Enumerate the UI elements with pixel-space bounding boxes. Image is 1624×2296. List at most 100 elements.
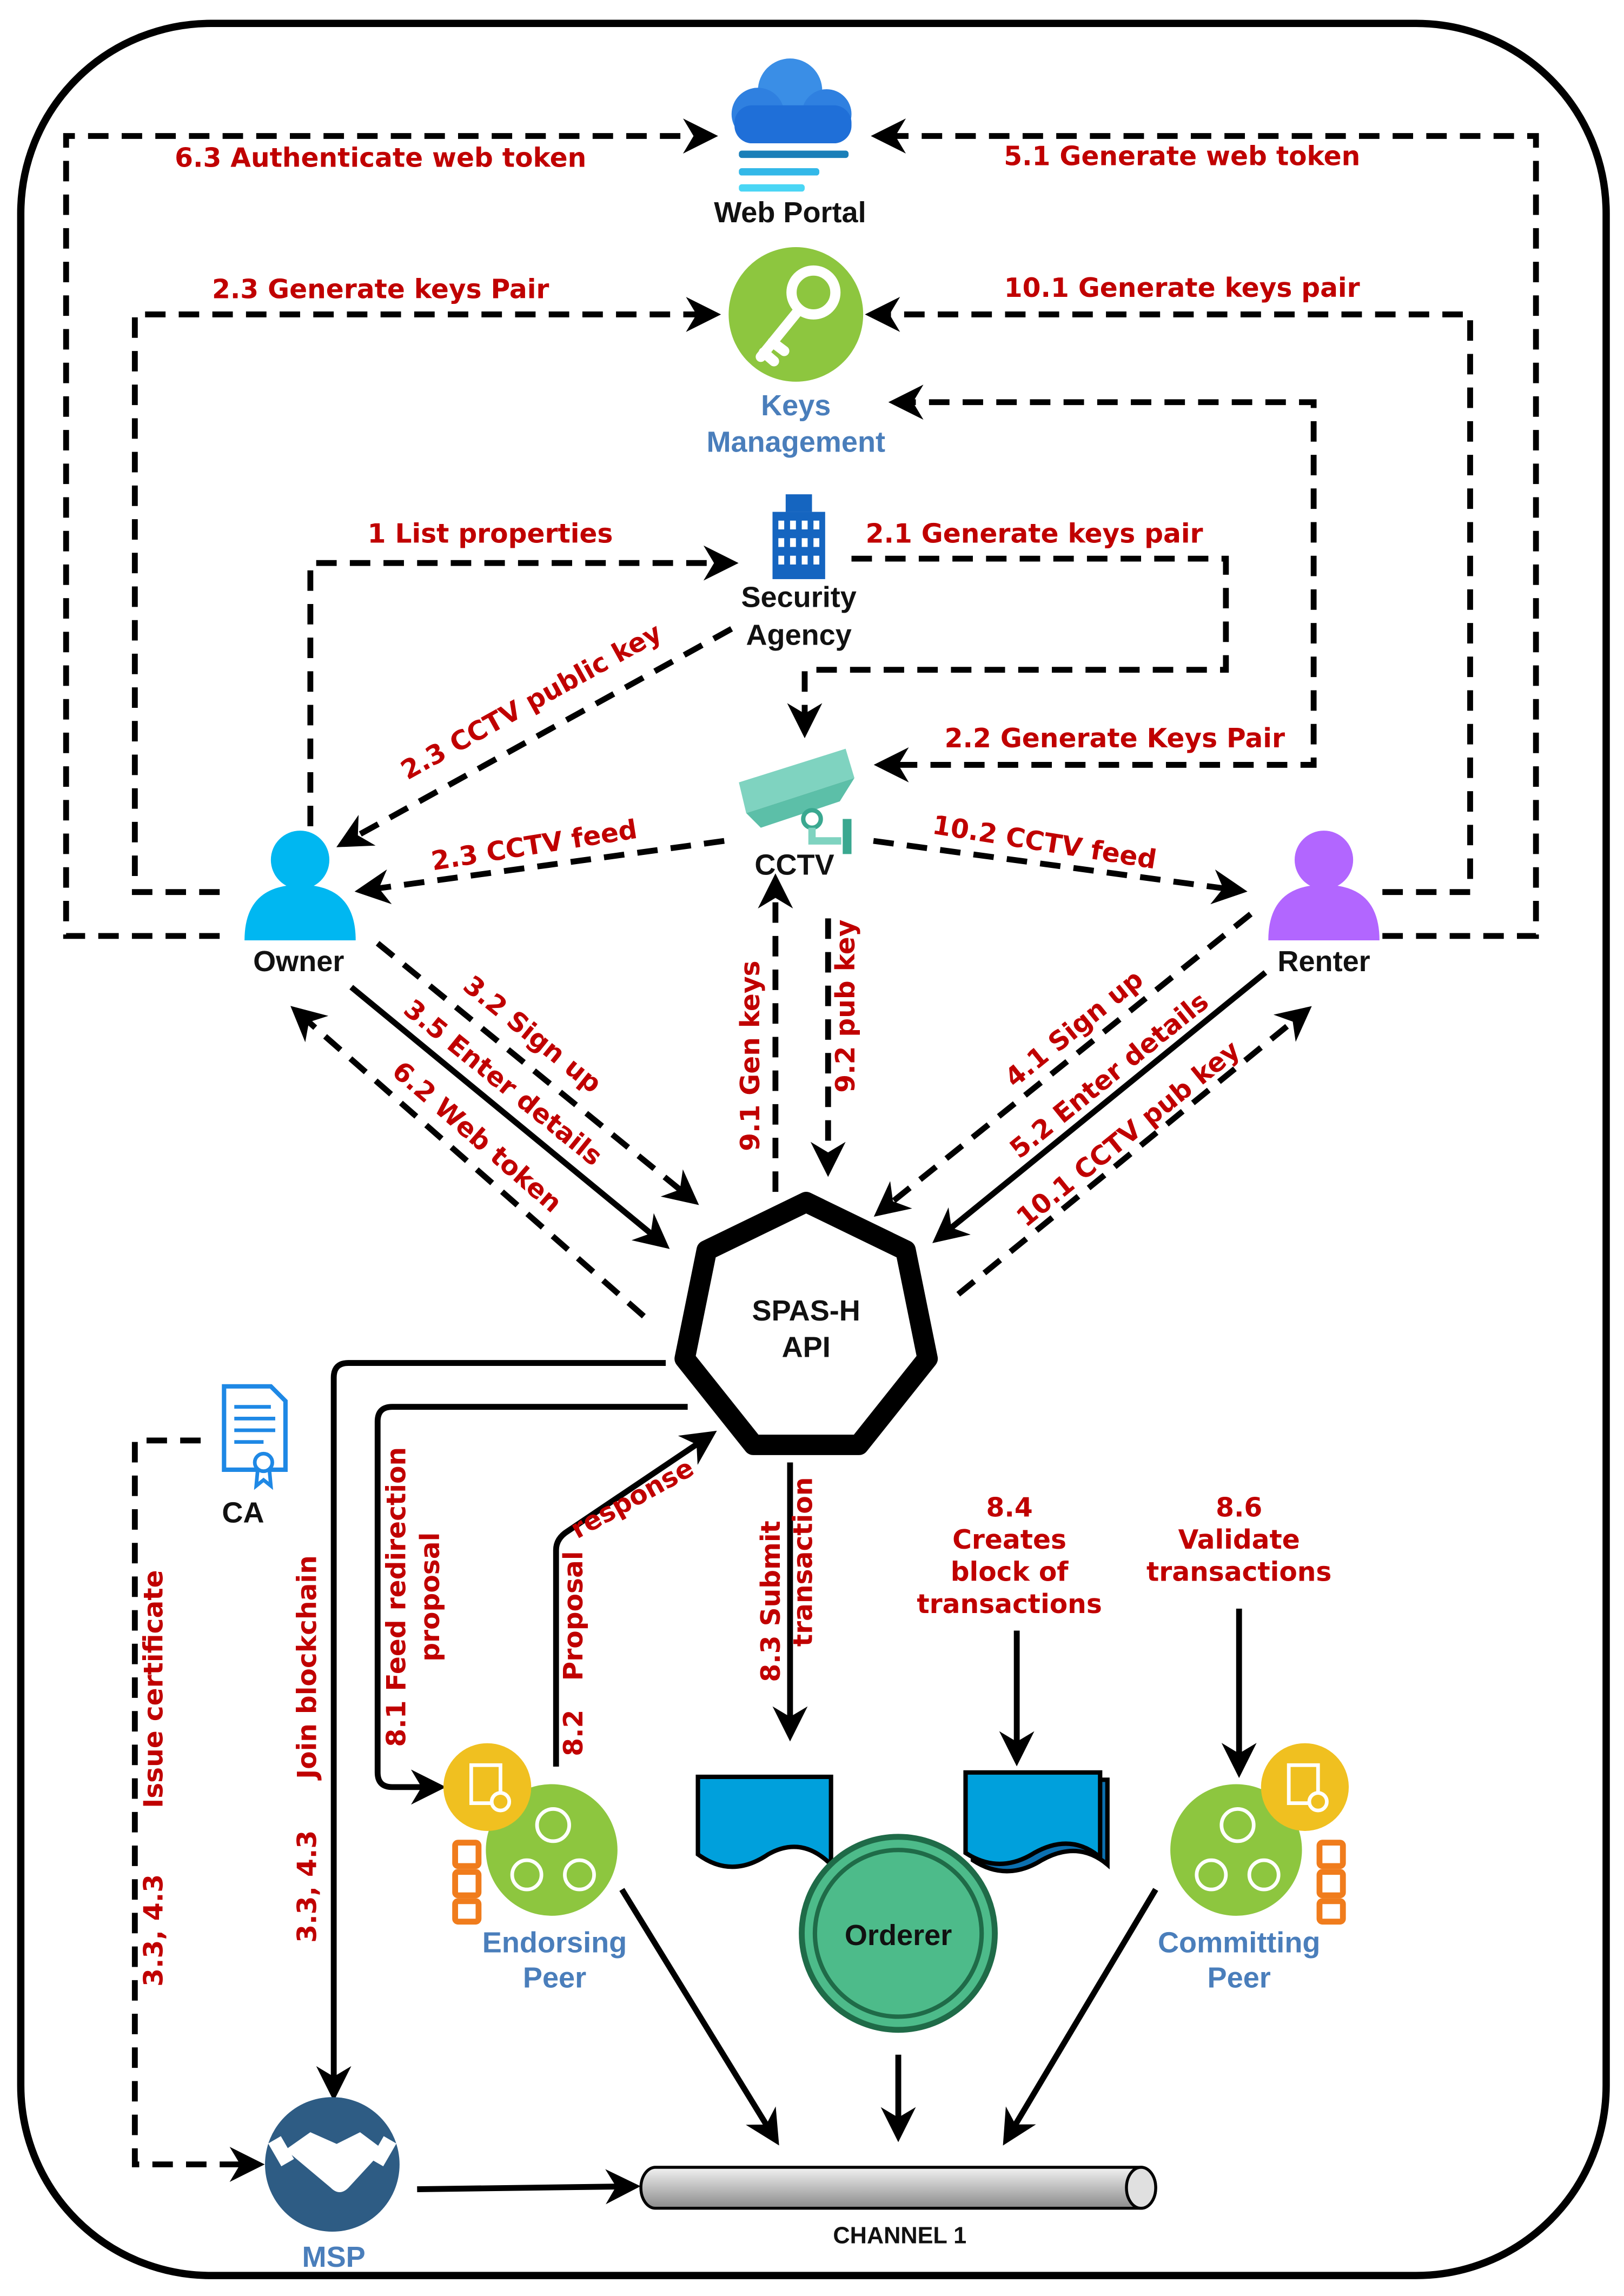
label-issue-step: 3.3, 4.3 — [139, 1874, 169, 1987]
edge-6-2 — [290, 1006, 646, 1319]
endorsing-peer-label-1: Endorsing — [482, 1926, 627, 1959]
document-icon — [695, 1774, 833, 1870]
label-2-2: 2.2 Generate Keys Pair — [945, 724, 1285, 754]
security-agency-node: Security Agency — [741, 494, 857, 652]
label-8-4a: 8.4 — [986, 1493, 1032, 1523]
label-2-3-feed: 2.3 CCTV feed — [429, 814, 639, 877]
endorsing-peer-node: Endorsing Peer — [443, 1743, 627, 1994]
committing-peer-label-2: Peer — [1208, 1961, 1271, 1994]
label-issue: Issue certificate — [139, 1570, 169, 1808]
edge-6-3 — [63, 118, 718, 939]
edge-2-3-pubkey — [336, 626, 733, 847]
edge-8-2 — [553, 1430, 717, 1767]
edge-2-3-feed — [354, 838, 725, 905]
label-8-6b: Validate — [1178, 1525, 1300, 1555]
certificate-icon — [1261, 1743, 1349, 1831]
keys-management-label-1: Keys — [761, 389, 831, 422]
spas-h-api-node: SPAS-H API — [674, 1192, 938, 1455]
label-8-2c: response — [566, 1452, 699, 1545]
label-8-6c: transactions — [1146, 1557, 1331, 1588]
label-join-step: 3.3, 4.3 — [293, 1830, 323, 1943]
label-8-4c: block of — [951, 1557, 1069, 1588]
api-label-1: SPAS-H — [752, 1295, 860, 1327]
chain-icon — [1316, 1840, 1346, 1925]
keys-management-node: Keys Management — [706, 247, 885, 459]
msp-label: MSP — [302, 2241, 366, 2273]
renter-node: Renter — [1268, 831, 1380, 978]
owner-node: Owner — [244, 831, 356, 978]
label-8-2a: 8.2 — [559, 1710, 589, 1756]
endorsing-peer-label-2: Peer — [523, 1961, 586, 1994]
edge-issue — [131, 1437, 265, 2182]
security-agency-label-2: Agency — [746, 619, 851, 652]
edge-8-1 — [374, 1404, 688, 1805]
channel-node: CHANNEL 1 — [639, 2166, 1157, 2249]
edge-commit-channel — [1003, 1888, 1158, 2146]
building-icon — [772, 494, 825, 579]
chain-icon — [452, 1840, 482, 1925]
edge-4-1 — [873, 912, 1253, 1217]
orderer-node: Orderer — [799, 1834, 998, 2033]
web-portal-label: Web Portal — [714, 196, 866, 229]
edges — [63, 118, 1539, 2205]
edge-10-1-keys — [865, 297, 1473, 895]
edge-10-2 — [873, 838, 1248, 905]
label-9-1: 9.1 Gen keys — [735, 960, 766, 1151]
user-icon — [1268, 831, 1380, 940]
edge-join — [316, 1360, 666, 2101]
label-8-3a: 8.3 Submit — [756, 1521, 786, 1682]
label-5-1: 5.1 Generate web token — [1004, 142, 1360, 172]
edge-1 — [307, 545, 739, 827]
handshake-icon — [268, 2132, 396, 2192]
owner-label: Owner — [253, 945, 344, 978]
edge-msp-channel — [417, 2169, 641, 2205]
edge-2-2 — [873, 384, 1317, 782]
document-icon — [963, 1770, 1103, 1866]
label-6-3: 6.3 Authenticate web token — [175, 143, 586, 173]
edge-5-1 — [871, 118, 1539, 939]
committing-peer-label-1: Committing — [1158, 1926, 1320, 1959]
security-agency-label-1: Security — [741, 581, 856, 613]
orderer-label: Orderer — [845, 1919, 952, 1952]
keys-management-label-2: Management — [706, 426, 885, 459]
edge-3-2 — [375, 941, 699, 1205]
edge-3-5 — [349, 985, 670, 1249]
renter-label: Renter — [1277, 945, 1370, 978]
peer-group-icon — [1170, 1784, 1302, 1916]
cloud-icon — [731, 58, 852, 192]
heptagon-shape — [674, 1192, 938, 1455]
certificate-icon — [222, 1384, 288, 1490]
label-2-3-pubkey: 2.3 CCTV public key — [396, 618, 667, 786]
label-9-2: 9.2 pub key — [831, 920, 861, 1093]
label-join: Join blockchain — [293, 1555, 323, 1781]
edge-endorse-channel — [619, 1888, 779, 2146]
label-2-1: 2.1 Generate keys pair — [866, 519, 1203, 549]
edge-10-1-pub — [956, 1006, 1312, 1297]
label-8-6a: 8.6 — [1216, 1493, 1262, 1523]
committing-peer-node: Committing Peer — [1158, 1743, 1349, 1994]
transaction-documents — [695, 1770, 1110, 1874]
channel-label: CHANNEL 1 — [833, 2223, 966, 2249]
cctv-node: CCTV — [739, 748, 854, 881]
edge-labels: 6.3 Authenticate web token 5.1 Generate … — [139, 142, 1361, 1987]
label-8-3b: transaction — [788, 1477, 819, 1647]
ca-label: CA — [222, 1496, 264, 1529]
label-10-1-keys: 10.1 Generate keys pair — [1004, 273, 1360, 303]
edge-2-1 — [787, 555, 1229, 739]
api-label-2: API — [782, 1331, 831, 1364]
label-8-1a: 8.1 Feed redirection — [382, 1447, 412, 1747]
web-portal-node: Web Portal — [714, 58, 866, 229]
label-8-1b: proposal — [415, 1532, 446, 1662]
cctv-label: CCTV — [754, 848, 834, 881]
edge-2-3-keys — [131, 297, 721, 895]
msp-node: MSP — [265, 2097, 400, 2273]
cylinder-icon — [639, 2166, 1157, 2210]
label-8-2b: Proposal — [559, 1551, 589, 1681]
cctv-camera-icon — [739, 748, 854, 854]
certificate-icon — [443, 1743, 532, 1831]
ca-node: CA — [222, 1384, 288, 1529]
edge-5-2 — [932, 970, 1268, 1243]
label-2-3-keys: 2.3 Generate keys Pair — [212, 275, 549, 305]
label-8-4b: Creates — [952, 1525, 1066, 1555]
